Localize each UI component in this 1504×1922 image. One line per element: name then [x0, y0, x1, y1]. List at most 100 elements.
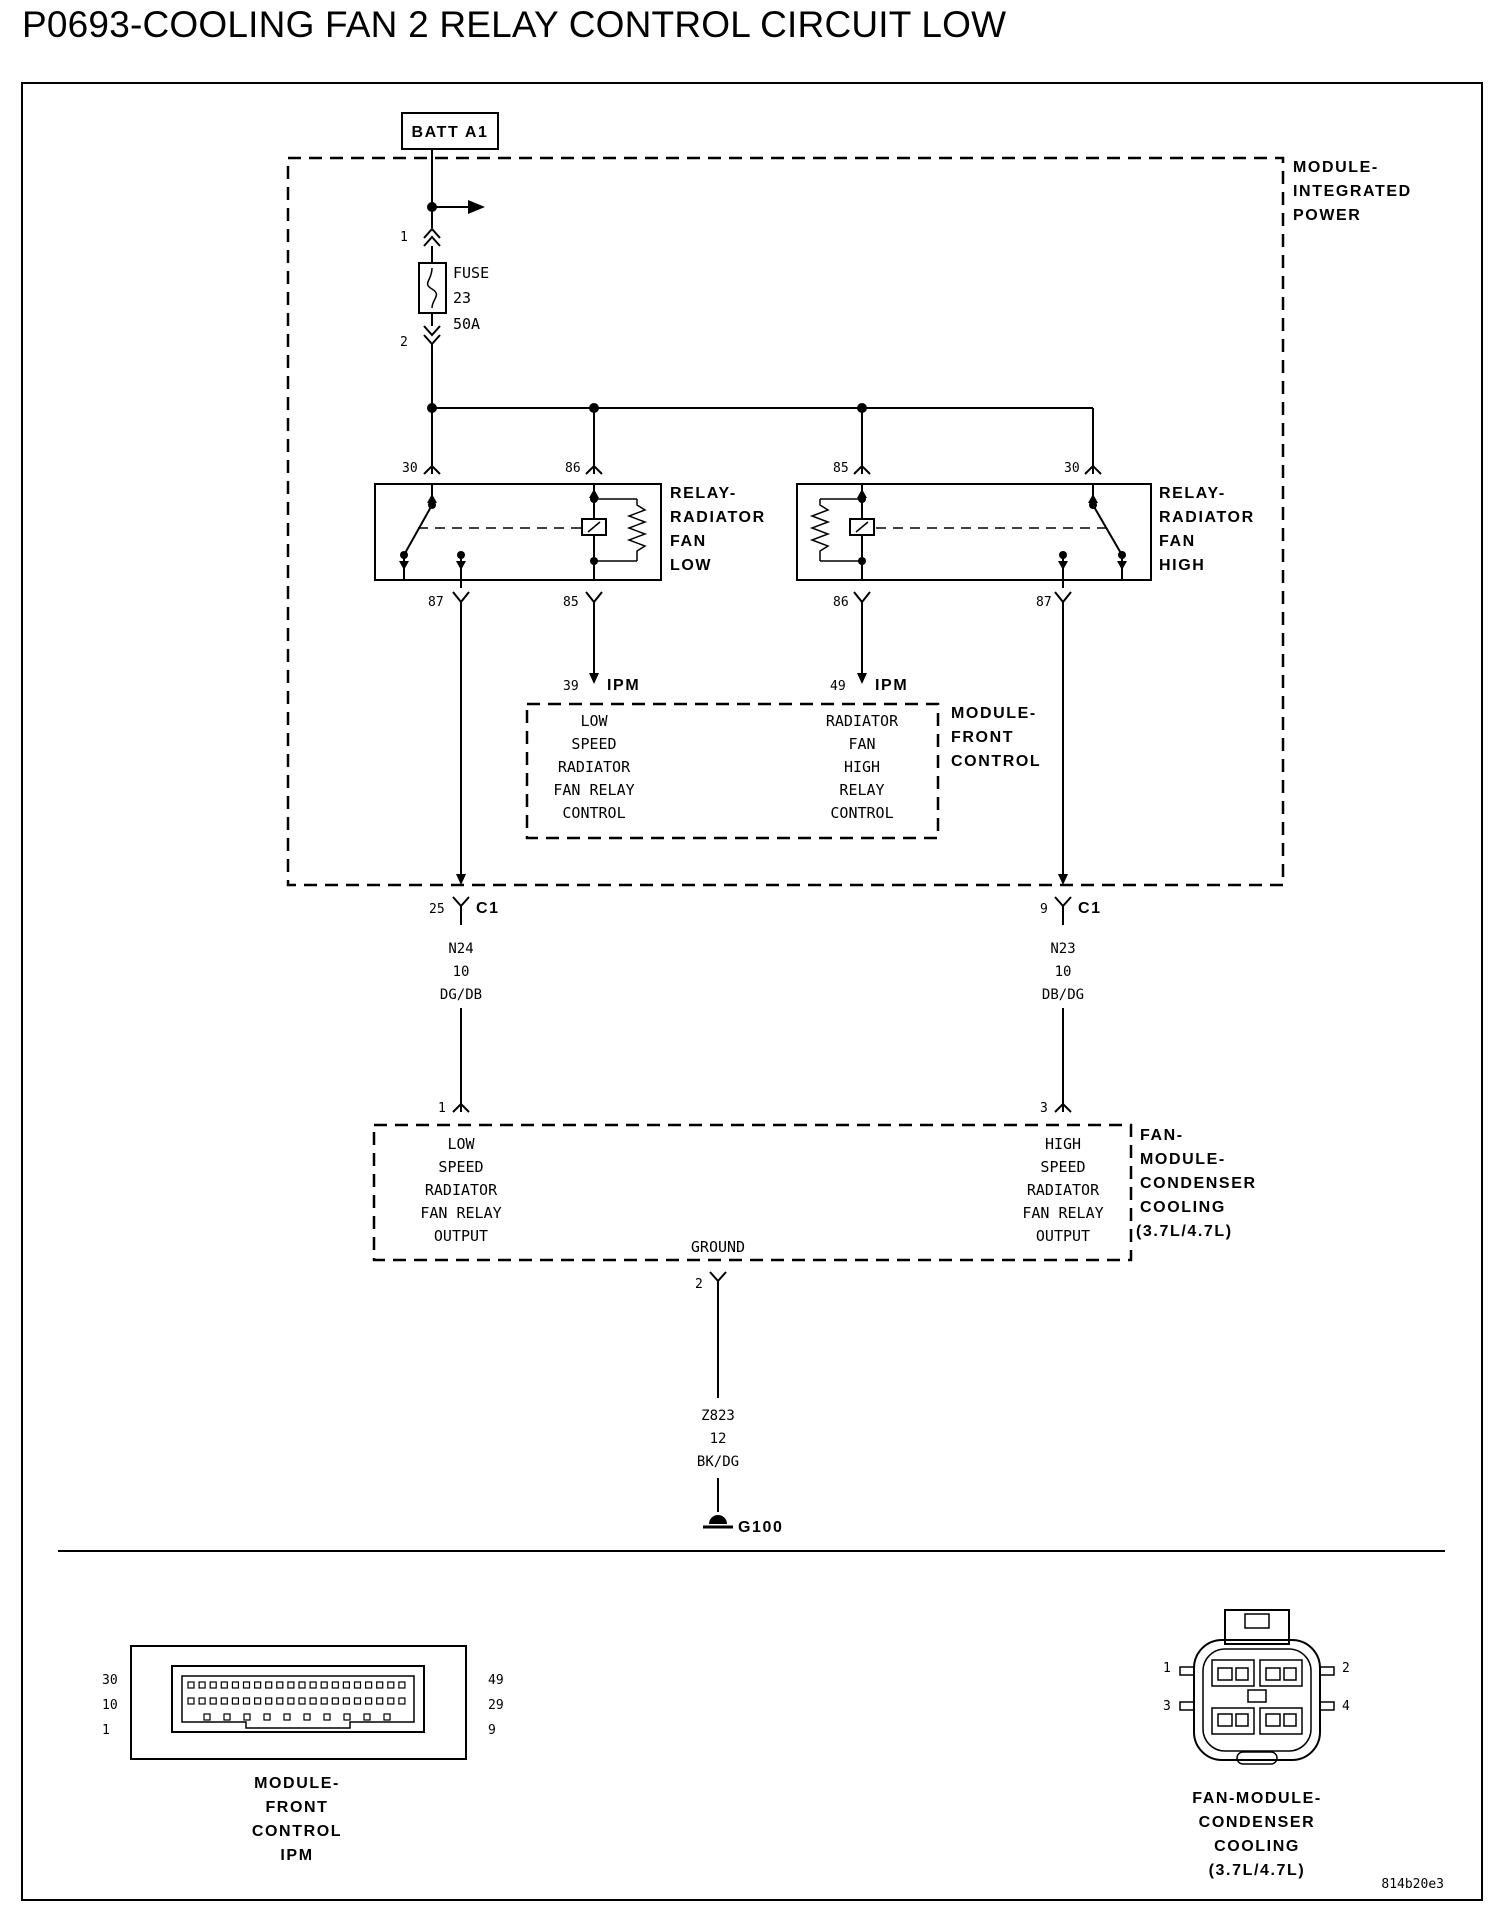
connector-pin-cavity [376, 1681, 384, 1689]
svg-text:86: 86 [565, 461, 581, 476]
connector-pin-cavity [242, 1697, 251, 1705]
svg-text:CONTROL: CONTROL [562, 804, 625, 822]
svg-text:1: 1 [438, 1101, 446, 1116]
connector-pin-cavity [220, 1697, 228, 1705]
connector-c1-left: 25 C1 [429, 896, 500, 925]
fcm-connector-view [130, 1645, 467, 1760]
svg-text:SPEED: SPEED [1040, 1158, 1085, 1176]
wire-n24: N24 10 DG/DB [440, 941, 482, 1113]
connector-pin-cavity [365, 1681, 373, 1689]
relay-high-label: RELAY- RADIATOR FAN HIGH [1159, 485, 1255, 574]
feed-wire [423, 149, 485, 263]
fcm-label: MODULE- FRONT CONTROL [951, 705, 1040, 770]
connector-pin-cavity [376, 1697, 384, 1705]
relay-radiator-fan-low [374, 464, 662, 885]
connector-pin-cavity [331, 1681, 339, 1689]
svg-text:FUSE: FUSE [453, 264, 489, 282]
connector-pin-cavity [220, 1681, 228, 1689]
svg-text:HIGH: HIGH [1159, 557, 1205, 574]
svg-text:2: 2 [695, 1277, 703, 1292]
svg-text:FAN RELAY: FAN RELAY [420, 1204, 501, 1222]
svg-text:1: 1 [1163, 1661, 1171, 1676]
connector-pin-cavity [398, 1681, 406, 1689]
fcm-pins: 39 IPM 49 IPM [563, 677, 908, 694]
svg-text:OUTPUT: OUTPUT [434, 1227, 488, 1245]
fan-module-pins: 1 3 [438, 1101, 1048, 1116]
svg-text:N23: N23 [1050, 941, 1075, 957]
connector-pin-cavity [287, 1697, 295, 1705]
connector-pin-cavity [265, 1697, 273, 1705]
svg-text:87: 87 [1036, 595, 1052, 610]
svg-text:(3.7L/4.7L): (3.7L/4.7L) [1136, 1223, 1233, 1240]
svg-text:85: 85 [563, 595, 579, 610]
fan-module-right-function: HIGH SPEED RADIATOR FAN RELAY OUTPUT [1022, 1135, 1103, 1245]
connector-pin-cavity [298, 1681, 306, 1689]
svg-text:IPM: IPM [875, 677, 908, 694]
svg-text:FAN: FAN [1159, 533, 1196, 550]
connector-c1-right: 9 C1 [1040, 896, 1100, 925]
relay-low-label: RELAY- RADIATOR FAN LOW [670, 485, 764, 574]
connector-pin-cavity [198, 1697, 206, 1705]
ground-wire-z823: 2 Z823 12 BK/DG [695, 1271, 739, 1512]
connector-pin-cavity [242, 1681, 251, 1689]
svg-text:MODULE-: MODULE- [1140, 1151, 1226, 1168]
connector-pin-cavity [209, 1681, 217, 1689]
svg-text:CONTROL: CONTROL [830, 804, 893, 822]
svg-text:BATT A1: BATT A1 [412, 124, 489, 141]
svg-text:30: 30 [1064, 461, 1080, 476]
svg-text:RELAY-: RELAY- [1159, 485, 1226, 502]
svg-text:C1: C1 [476, 900, 500, 917]
fan-module-label: FAN- MODULE- CONDENSER COOLING (3.7L/4.7… [1136, 1127, 1255, 1240]
svg-text:50A: 50A [453, 315, 480, 333]
svg-text:RADIATOR: RADIATOR [558, 758, 631, 776]
connector-pin-cavity [309, 1681, 317, 1689]
fuse-label: FUSE 23 50A [453, 264, 489, 333]
svg-text:CONDENSER: CONDENSER [1199, 1814, 1316, 1831]
svg-text:LOW: LOW [670, 557, 712, 574]
svg-text:COOLING: COOLING [1140, 1199, 1226, 1216]
svg-text:30: 30 [102, 1673, 118, 1688]
svg-text:FRONT: FRONT [951, 729, 1014, 746]
svg-text:29: 29 [488, 1698, 504, 1713]
svg-text:FAN RELAY: FAN RELAY [553, 781, 634, 799]
svg-text:23: 23 [453, 289, 471, 307]
svg-text:INTEGRATED: INTEGRATED [1293, 183, 1412, 200]
connector-pin-cavity [231, 1681, 239, 1689]
fcm-left-function: LOW SPEED RADIATOR FAN RELAY CONTROL [553, 712, 634, 822]
connector-pin-cavity [254, 1681, 262, 1689]
svg-text:RADIATOR: RADIATOR [1159, 509, 1255, 526]
connector-pin-cavity [365, 1697, 373, 1705]
batt-a1-terminal: BATT A1 [401, 112, 499, 150]
svg-text:10: 10 [1055, 964, 1072, 980]
svg-text:3: 3 [1163, 1699, 1171, 1714]
connector-pin-cavity [203, 1713, 211, 1721]
svg-text:3: 3 [1040, 1101, 1048, 1116]
svg-text:9: 9 [488, 1723, 496, 1738]
diagram-frame [21, 82, 1483, 1901]
ground-g100-icon: G100 [703, 1515, 784, 1536]
fcm-right-function: RADIATOR FAN HIGH RELAY CONTROL [826, 712, 899, 822]
svg-text:G100: G100 [738, 1519, 784, 1536]
svg-text:N24: N24 [448, 941, 473, 957]
fan-module-left-function: LOW SPEED RADIATOR FAN RELAY OUTPUT [420, 1135, 501, 1245]
connector-pin-cavity [320, 1681, 328, 1689]
svg-text:10: 10 [453, 964, 470, 980]
fan-module-connector-view [1179, 1609, 1335, 1765]
svg-text:IPM: IPM [607, 677, 640, 694]
svg-text:(3.7L/4.7L): (3.7L/4.7L) [1209, 1862, 1306, 1879]
svg-text:FAN: FAN [670, 533, 707, 550]
fuse-23 [418, 262, 447, 408]
svg-text:MODULE-: MODULE- [951, 705, 1037, 722]
svg-text:4: 4 [1342, 1699, 1350, 1714]
svg-text:MODULE-: MODULE- [254, 1775, 340, 1792]
connector-pin-cavity [265, 1681, 273, 1689]
svg-text:85: 85 [833, 461, 849, 476]
svg-text:COOLING: COOLING [1214, 1838, 1300, 1855]
svg-text:2: 2 [1342, 1661, 1350, 1676]
connector-pin-cavity [320, 1697, 328, 1705]
svg-text:FAN-: FAN- [1140, 1127, 1184, 1144]
svg-text:RADIATOR: RADIATOR [425, 1181, 498, 1199]
svg-text:1: 1 [102, 1723, 110, 1738]
fuse-pin-2: 2 [400, 335, 408, 350]
connector-pin-cavity [223, 1713, 231, 1721]
